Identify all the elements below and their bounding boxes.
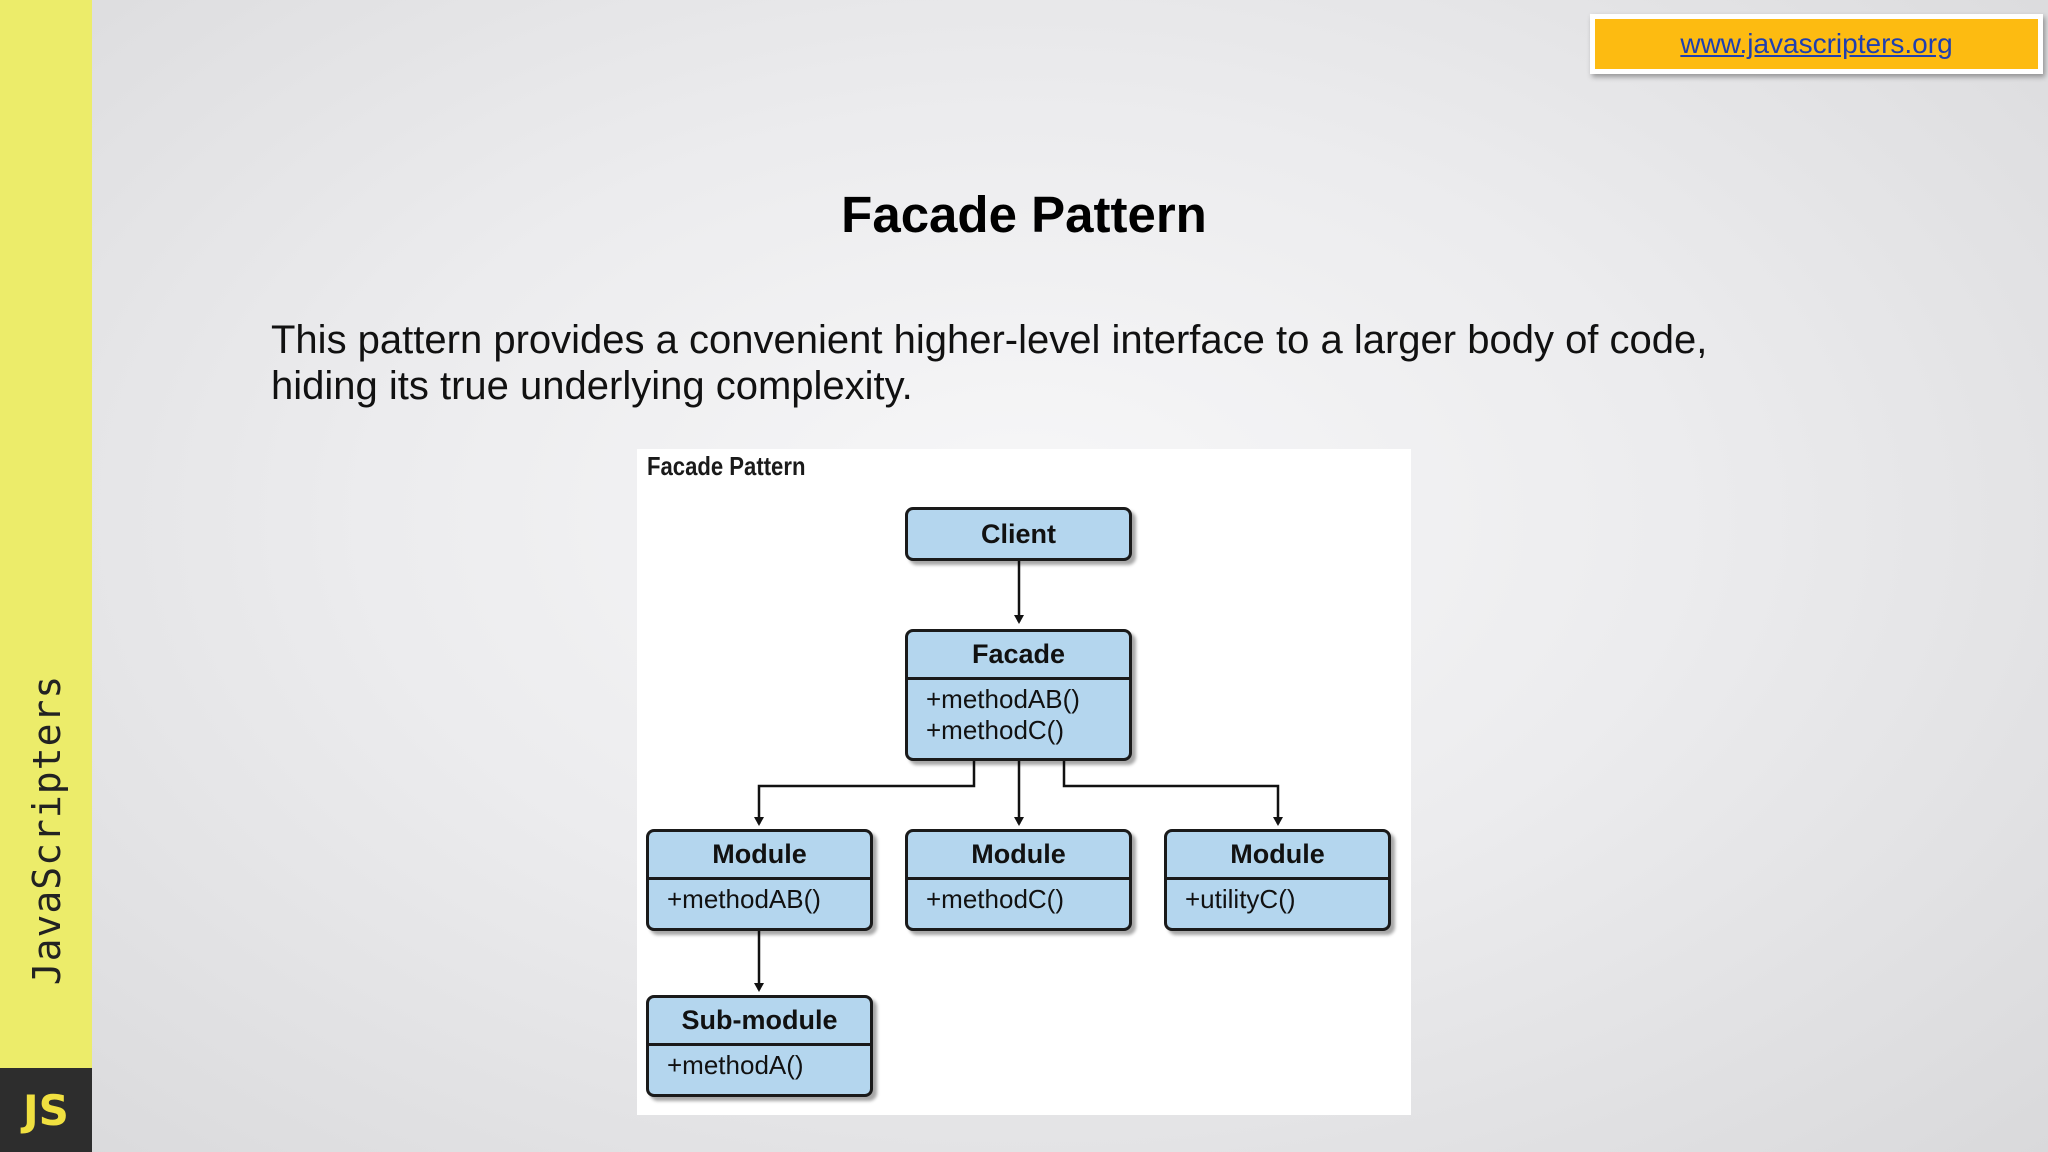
diagram-panel: Facade Pattern Client Facade +methodAB()… bbox=[637, 449, 1411, 1115]
submodule-box: Sub-module +methodA() bbox=[646, 995, 873, 1097]
module-method: +methodAB() bbox=[667, 884, 821, 914]
facade-box: Facade +methodAB() +methodC() bbox=[905, 629, 1132, 761]
slide-description: This pattern provides a convenient highe… bbox=[271, 318, 1708, 408]
module-methods: +utilityC() bbox=[1167, 880, 1388, 915]
module-box: Module +methodAB() bbox=[646, 829, 873, 931]
module-label: Module bbox=[908, 832, 1129, 880]
module-methods: +methodC() bbox=[908, 880, 1129, 915]
module-label: Module bbox=[649, 832, 870, 880]
sidebar-brand-text: JavaScripters bbox=[25, 674, 69, 986]
client-label: Client bbox=[980, 518, 1056, 549]
client-box: Client bbox=[905, 507, 1132, 561]
facade-label: Facade bbox=[908, 632, 1129, 680]
facade-methods: +methodAB() +methodC() bbox=[908, 680, 1129, 746]
module-methods: +methodAB() bbox=[649, 880, 870, 915]
js-logo: JS bbox=[0, 1068, 92, 1152]
submodule-label: Sub-module bbox=[649, 998, 870, 1046]
module-method: +methodC() bbox=[926, 884, 1064, 914]
facade-to-module-c-arrow bbox=[1062, 761, 1283, 826]
submodule-method: +methodA() bbox=[667, 1050, 804, 1080]
diagram-connectors bbox=[754, 561, 1283, 992]
module-box: Module +methodC() bbox=[905, 829, 1132, 931]
facade-to-module-a-arrow bbox=[754, 761, 976, 826]
diagram-label: Facade Pattern bbox=[647, 451, 806, 481]
module-label: Module bbox=[1167, 832, 1388, 880]
facade-method: +methodC() bbox=[926, 715, 1064, 745]
facade-method: +methodAB() bbox=[926, 684, 1080, 714]
module-box: Module +utilityC() bbox=[1164, 829, 1391, 931]
sidebar: JavaScripters bbox=[0, 0, 92, 1068]
website-link[interactable]: www.javascripters.org bbox=[1680, 28, 1953, 59]
submodule-methods: +methodA() bbox=[649, 1046, 870, 1081]
js-logo-text: JS bbox=[23, 1085, 69, 1135]
url-banner: www.javascripters.org bbox=[1590, 14, 2043, 74]
slide-title: Facade Pattern bbox=[841, 186, 1207, 243]
module-method: +utilityC() bbox=[1185, 884, 1296, 914]
